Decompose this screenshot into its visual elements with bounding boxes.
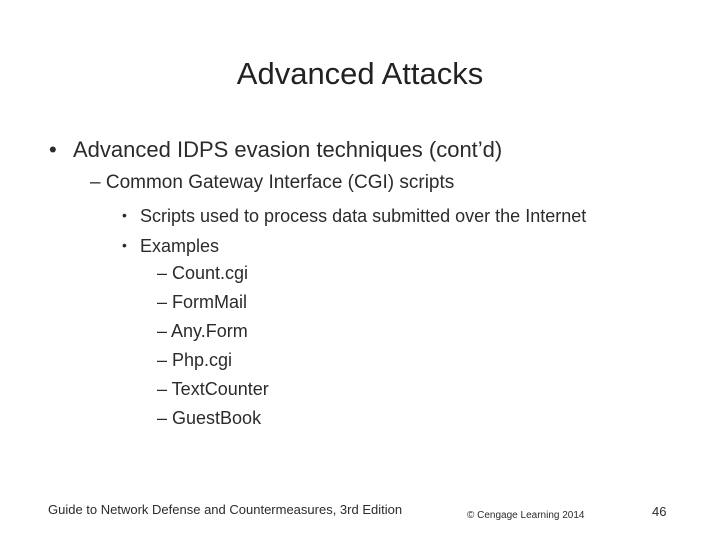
bullet-level1-text: Advanced IDPS evasion techniques (cont’d… — [73, 137, 503, 162]
bullet-dot-icon: • — [122, 207, 127, 223]
footer-copyright: © Cengage Learning 2014 — [467, 510, 585, 521]
bullet-level2: – Common Gateway Interface (CGI) scripts — [90, 172, 455, 193]
footer-page-number: 46 — [652, 504, 667, 519]
bullet-level3-item: • Examples — [122, 232, 586, 262]
example-item: – TextCounter — [157, 379, 269, 399]
slide-title: Advanced Attacks — [236, 56, 484, 91]
examples-list: – Count.cgi – FormMail – Any.Form – Php.… — [157, 259, 269, 433]
example-item: – Any.Form — [157, 321, 248, 341]
bullet-dot-icon: • — [122, 237, 127, 253]
bullet-level1: • Advanced IDPS evasion techniques (cont’… — [49, 136, 502, 164]
bullet-level3-text: Examples — [140, 236, 220, 256]
example-item: – GuestBook — [157, 408, 262, 428]
bullet-level3-text: Scripts used to process data submitted o… — [140, 206, 587, 226]
bullet-dot-icon: • — [49, 137, 57, 162]
bullet-level3-list: • Scripts used to process data submitted … — [122, 202, 586, 262]
example-item: – FormMail — [157, 292, 248, 312]
bullet-level3-item: • Scripts used to process data submitted … — [122, 202, 586, 232]
footer-book-title: Guide to Network Defense and Countermeas… — [48, 502, 403, 517]
example-item: – Count.cgi — [157, 263, 249, 283]
example-item: – Php.cgi — [157, 350, 233, 370]
